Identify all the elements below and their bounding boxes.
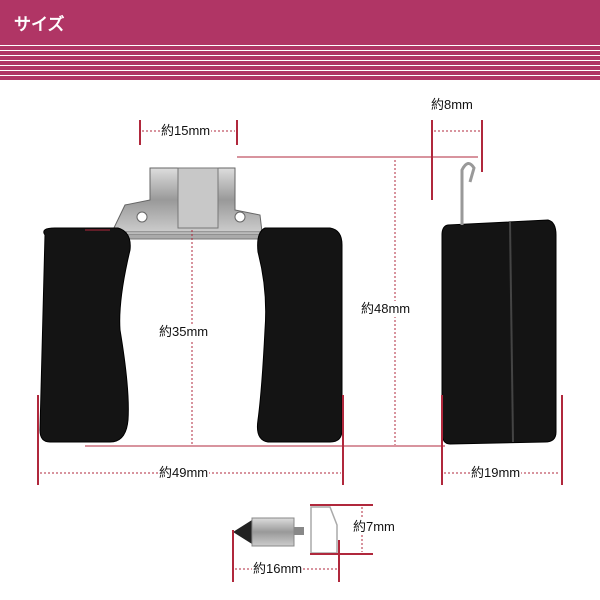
divider — [0, 45, 600, 46]
divider — [0, 70, 600, 71]
dimension-label-total-height: 約48mm — [360, 301, 412, 317]
divider — [0, 75, 600, 76]
dimension-label-inner-height: 約35mm — [158, 324, 210, 340]
dimension-label-depth: 約19mm — [470, 465, 522, 481]
dimension-label-needle-diameter: 約7mm — [352, 519, 396, 535]
float-right — [257, 227, 343, 443]
needle-valve — [233, 506, 338, 554]
float-side-view — [441, 162, 557, 445]
dimension-label-needle-length: 約16mm — [252, 561, 304, 577]
header-bar: サイズ — [0, 0, 600, 80]
divider — [0, 65, 600, 66]
dimension-label-side-clip: 約8mm — [430, 97, 474, 113]
dimension-label-clip-width: 約15mm — [160, 123, 212, 139]
page-title: サイズ — [14, 15, 65, 35]
dimension-label-total-width: 約49mm — [158, 465, 210, 481]
divider — [0, 55, 600, 56]
float-left — [39, 227, 131, 443]
divider — [0, 50, 600, 51]
dimension-lines — [37, 120, 563, 582]
float-bracket — [109, 167, 276, 240]
divider — [0, 60, 600, 61]
